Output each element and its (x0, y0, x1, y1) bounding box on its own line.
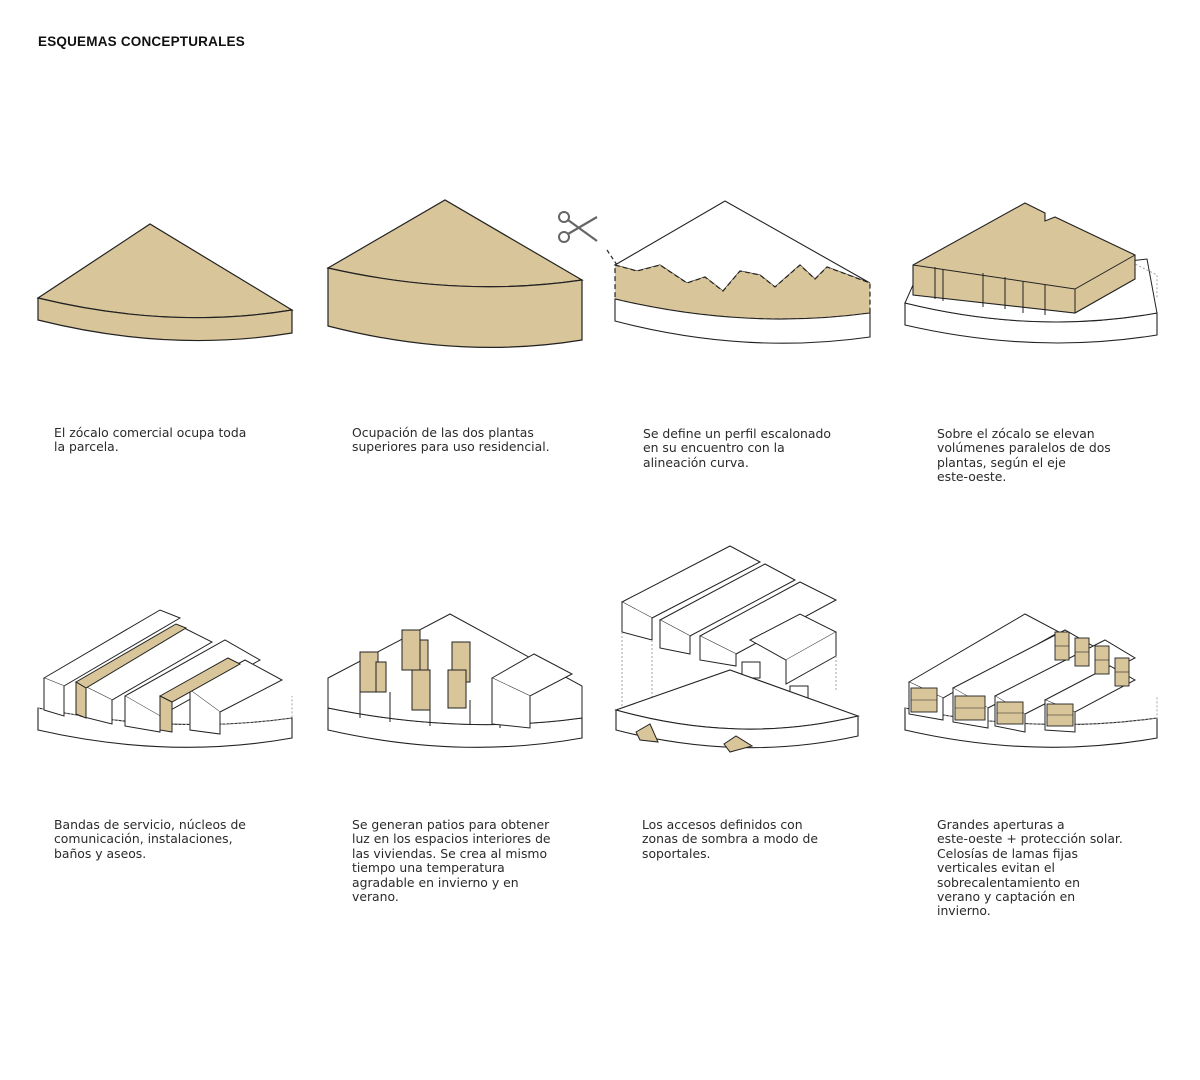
scheme-2: Ocupación de las dos plantas superiores … (320, 190, 620, 670)
scheme-5: Bandas de servicio, núcleos de comunicac… (30, 600, 330, 1080)
scheme-4: Sobre el zócalo se elevan volúmenes para… (895, 195, 1195, 675)
scheme-3-caption: Se define un perfil escalonado en su enc… (643, 426, 831, 470)
page-title: ESQUEMAS CONCEPTURALES (38, 34, 245, 49)
scheme-8: Grandes aperturas a este-oeste + protecc… (895, 600, 1195, 1080)
scheme-5-caption: Bandas de servicio, núcleos de comunicac… (54, 817, 246, 861)
scheme-4-diagram (904, 202, 1158, 344)
scheme-7-diagram (614, 545, 860, 753)
scheme-5-diagram (37, 609, 293, 748)
scheme-2-diagram (326, 199, 584, 348)
scheme-1-caption: El zócalo comercial ocupa toda la parcel… (54, 425, 247, 455)
scheme-6-diagram (327, 613, 583, 748)
scheme-7-caption: Los accesos definidos con zonas de sombr… (642, 817, 819, 861)
scheme-1-diagram (36, 223, 294, 342)
scheme-3: Se define un perfil escalonado en su enc… (545, 195, 871, 675)
scheme-1: El zócalo comercial ocupa toda la parcel… (30, 200, 330, 680)
scheme-8-diagram (904, 613, 1158, 748)
scheme-3-diagram (558, 200, 871, 344)
scheme-6-caption: Se generan patios para obtener luz en lo… (352, 817, 551, 905)
scheme-6: Se generan patios para obtener luz en lo… (320, 600, 620, 1080)
scheme-2-caption: Ocupación de las dos plantas superiores … (352, 425, 550, 455)
scheme-7: Los accesos definidos con zonas de sombr… (600, 540, 900, 1020)
scheme-8-caption: Grandes aperturas a este-oeste + protecc… (937, 817, 1123, 919)
scissors-icon (558, 211, 598, 243)
scheme-4-caption: Sobre el zócalo se elevan volúmenes para… (937, 426, 1111, 485)
